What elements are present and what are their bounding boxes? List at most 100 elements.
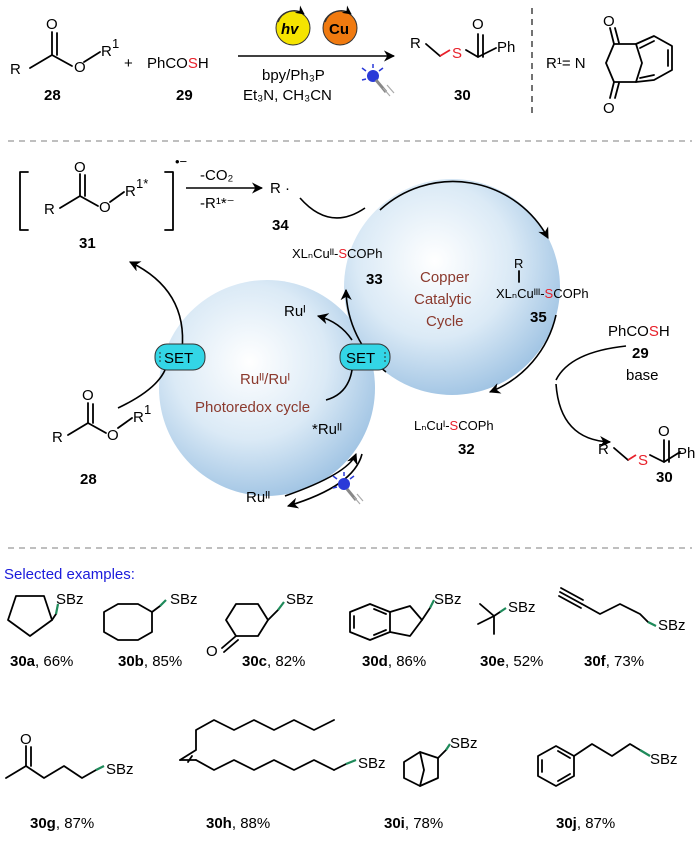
svg-text:Ph: Ph <box>677 445 695 462</box>
step-r1: -R¹*⁻ <box>200 195 235 212</box>
radical-anion-sign: •− <box>175 154 187 169</box>
svg-text:SBz: SBz <box>286 591 314 608</box>
example-30h: SBz <box>179 719 386 772</box>
product-30-mech: R S O Ph 30 <box>598 423 695 486</box>
phthalimide-definition: R¹= N O O <box>546 13 673 117</box>
svg-text:R: R <box>410 35 421 52</box>
svg-text:O: O <box>658 423 670 440</box>
examples-heading: Selected examples: <box>4 566 135 583</box>
cu-label: Cu <box>329 21 349 38</box>
r-label: R <box>10 61 21 78</box>
copper-cycle-sphere <box>344 179 560 395</box>
radical-34: R · <box>270 180 290 197</box>
photoredox-line1: Ruᴵᴵ/Ruᴵ <box>240 371 290 388</box>
ru-i: Ruᴵ <box>284 303 306 320</box>
copper-cycle-line1: Copper <box>420 269 469 286</box>
compound-28-label: 28 <box>44 87 61 104</box>
label-30i: 30i, 78% <box>384 815 443 832</box>
label-30b: 30b, 85% <box>118 653 182 670</box>
svg-text:O: O <box>206 643 218 660</box>
mechanism: •− R O O R 1* 31 -CO₂ -R¹*⁻ R · 34 XLₙCu… <box>19 154 695 509</box>
label-30h: 30h, 88% <box>206 815 270 832</box>
example-30c: SBz O <box>206 591 314 660</box>
compound-32-label: 32 <box>458 441 475 458</box>
copper-cycle-line2: Catalytic <box>414 291 472 308</box>
svg-text:SBz: SBz <box>106 761 134 778</box>
svg-text:O: O <box>472 16 484 33</box>
carbonyl-o: O <box>46 16 58 33</box>
compound-29-label-mech: 29 <box>632 345 649 362</box>
label-30a: 30a, 66% <box>10 653 73 670</box>
examples: Selected examples: SBz SBz SBz O <box>4 566 686 832</box>
set-connector <box>325 369 353 401</box>
svg-text:SBz: SBz <box>450 735 478 752</box>
hv-label: hv <box>281 21 300 38</box>
light-badge: hv <box>275 5 311 46</box>
svg-text:1*: 1* <box>136 176 148 191</box>
product-30: R S O Ph 30 <box>410 16 515 104</box>
svg-text:S: S <box>638 452 648 469</box>
svg-text:O: O <box>603 13 615 30</box>
compound-28-mech: R O O R 1 28 <box>52 387 151 488</box>
compound-31: •− R O O R 1* 31 <box>19 154 187 252</box>
label-30c: 30c, 82% <box>242 653 305 670</box>
excited-ru: *Ruᴵᴵ <box>312 421 342 438</box>
svg-text:SBz: SBz <box>434 591 462 608</box>
svg-text:O: O <box>74 159 86 176</box>
svg-text:SBz: SBz <box>508 599 536 616</box>
svg-text:O: O <box>99 199 111 216</box>
r1-label: R <box>101 43 112 60</box>
set-badge-left: SET <box>154 343 206 371</box>
svg-text:SBz: SBz <box>56 591 84 608</box>
svg-text:O: O <box>107 427 119 444</box>
condition-line-1: bpy/Ph₃P <box>262 67 325 84</box>
label-30d: 30d, 86% <box>362 653 426 670</box>
svg-text:R: R <box>133 409 144 426</box>
svg-text:SET: SET <box>164 350 193 367</box>
cu32: LₙCuᴵ-SCOPh <box>414 418 494 433</box>
label-30f: 30f, 73% <box>584 653 644 670</box>
excitation-arrow <box>284 452 358 497</box>
step-co2: -CO₂ <box>200 167 233 184</box>
cu35: XLₙCuᴵᴵᴵ-SCOPh <box>496 286 589 301</box>
example-30a: SBz <box>7 591 84 637</box>
blue-led-icon <box>361 64 395 97</box>
svg-text:O: O <box>82 387 94 404</box>
example-30e: SBz <box>477 599 536 635</box>
example-30f: SBz <box>558 587 686 634</box>
r1-definition: R¹= N <box>546 55 586 72</box>
thioacid-arrow <box>555 345 627 381</box>
photoredox-line2: Photoredox cycle <box>195 399 310 416</box>
sulfur-atom: S <box>452 45 462 62</box>
r1-sup: 1 <box>112 36 119 51</box>
compound-30-label-mech: 30 <box>656 469 673 486</box>
label-30j: 30j, 87% <box>556 815 615 832</box>
blue-led-icon-mech <box>332 472 364 505</box>
ru-ii: Ruᴵᴵ <box>246 489 270 506</box>
set-badge-right: SET <box>339 343 391 371</box>
compound-33-label: 33 <box>366 271 383 288</box>
reductive-elimination-arrow <box>488 314 557 394</box>
example-30b: SBz <box>103 591 198 641</box>
compound-31-label: 31 <box>79 235 96 252</box>
label-30e: 30e, 52% <box>480 653 543 670</box>
svg-text:SBz: SBz <box>650 751 678 768</box>
example-30j: SBz <box>537 743 678 787</box>
oxidative-addition-arrow <box>379 180 549 239</box>
label-30g: 30g, 87% <box>30 815 94 832</box>
reactant-29: PhCOSH 29 <box>147 55 209 104</box>
top-reaction: R O O R 1 28 + PhCOSH 29 hv Cu bpy/Ph₃P … <box>10 5 673 118</box>
svg-text:1: 1 <box>144 402 151 417</box>
example-30i: SBz <box>403 735 478 787</box>
condition-line-2: Et₃N, CH₃CN <box>243 87 332 104</box>
svg-text:Ph: Ph <box>497 39 515 56</box>
thioacid: PhCOSH <box>608 323 670 340</box>
set-to-31-arrow <box>128 261 184 351</box>
svg-text:SBz: SBz <box>358 755 386 772</box>
radical-capture-arrow <box>299 197 366 219</box>
svg-text:R: R <box>598 441 609 458</box>
svg-text:SET: SET <box>346 350 375 367</box>
example-30g: O SBz <box>5 731 134 779</box>
photoredox-cycle-sphere <box>159 280 375 496</box>
